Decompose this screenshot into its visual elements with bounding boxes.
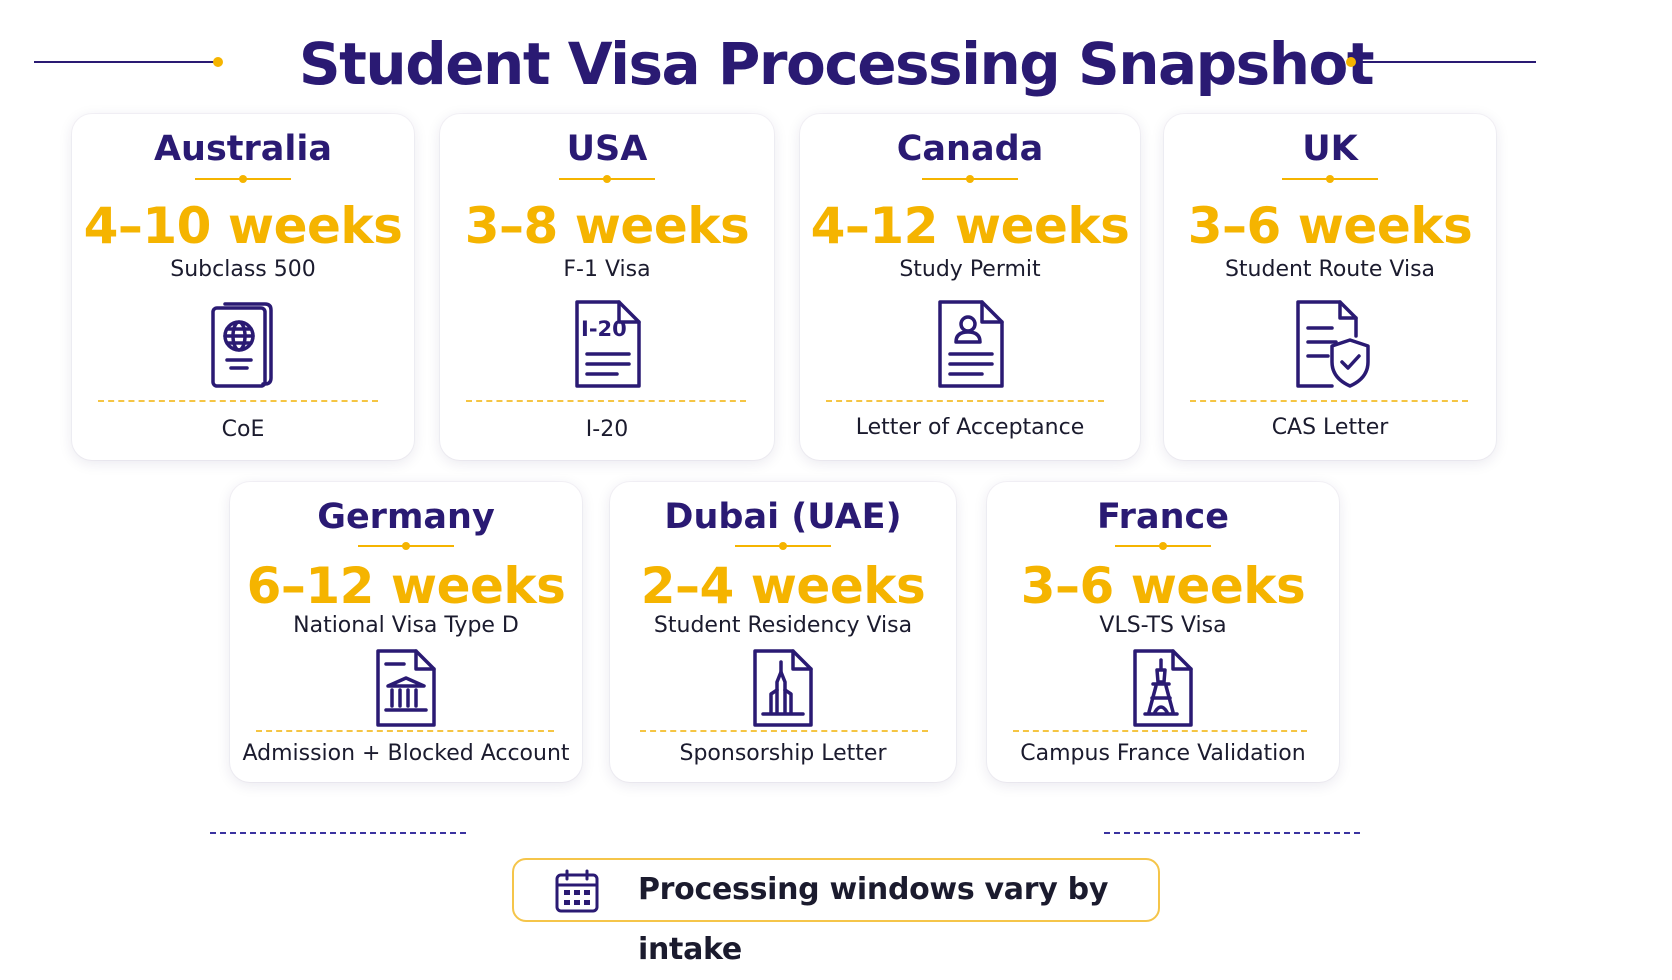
processing-duration: 4–10 weeks [83, 197, 403, 255]
title-divider [358, 542, 454, 550]
passport-icon [207, 298, 279, 390]
page-title: Student Visa Processing Snapshot [298, 30, 1375, 98]
visa-type: Subclass 500 [170, 257, 316, 282]
card-separator [98, 400, 378, 402]
visa-type: VLS-TS Visa [1099, 613, 1227, 638]
title-divider [1282, 175, 1378, 183]
required-document: Admission + Blocked Account [242, 741, 570, 766]
card-separator [826, 400, 1104, 402]
visa-type: Student Residency Visa [653, 613, 913, 638]
processing-duration: 3–6 weeks [1020, 557, 1306, 615]
i20-document-icon: I-20 [571, 298, 643, 390]
required-document: Letter of Acceptance [855, 415, 1085, 440]
country-name: Germany [317, 497, 495, 537]
card-france: France 3–6 weeks VLS-TS Visa Campus Fran… [987, 482, 1339, 782]
card-usa: USA 3–8 weeks F-1 Visa I-20 I-20 [440, 114, 774, 460]
eiffel-tower-document-icon [1131, 648, 1195, 728]
required-document: Campus France Validation [1020, 741, 1306, 766]
footer-right-rule [1104, 832, 1360, 834]
card-dubai-uae: Dubai (UAE) 2–4 weeks Student Residency … [610, 482, 956, 782]
svg-text:I-20: I-20 [581, 317, 627, 341]
card-uk: UK 3–6 weeks Student Route Visa CAS Lett… [1164, 114, 1496, 460]
footer-note: Processing windows vary by intake [512, 858, 1160, 967]
profile-document-icon [934, 298, 1006, 390]
processing-duration: 4–12 weeks [810, 197, 1130, 255]
visa-type: National Visa Type D [293, 613, 519, 638]
title-right-dot [1346, 57, 1356, 67]
card-separator [466, 400, 746, 402]
visa-type: Student Route Visa [1224, 257, 1436, 282]
shield-document-icon [1292, 298, 1374, 390]
country-name: Canada [896, 129, 1044, 169]
bank-document-icon [374, 648, 438, 728]
required-document: Sponsorship Letter [679, 741, 887, 766]
card-separator [1013, 730, 1307, 732]
processing-duration: 6–12 weeks [246, 557, 566, 615]
card-canada: Canada 4–12 weeks Study Permit Letter of… [800, 114, 1140, 460]
title-left-dot [213, 57, 223, 67]
title-left-rule [34, 61, 214, 63]
title-divider [922, 175, 1018, 183]
country-name: USA [566, 129, 648, 169]
visa-type: Study Permit [899, 257, 1041, 282]
required-document: I-20 [585, 417, 629, 442]
footer-text: Processing windows vary by intake [638, 872, 1109, 967]
title-divider [195, 175, 291, 183]
visa-type: F-1 Visa [563, 257, 651, 282]
title-right-rule [1356, 61, 1536, 63]
title-divider [735, 542, 831, 550]
country-name: UK [1302, 129, 1358, 169]
processing-duration: 3–8 weeks [464, 197, 750, 255]
card-separator [1190, 400, 1468, 402]
country-name: France [1097, 497, 1229, 537]
title-divider [1115, 542, 1211, 550]
card-separator [256, 730, 554, 732]
title-divider [559, 175, 655, 183]
card-australia: Australia 4–10 weeks Subclass 500 CoE [72, 114, 414, 460]
skyscraper-document-icon [751, 648, 815, 728]
calendar-icon [554, 868, 600, 918]
card-separator [640, 730, 928, 732]
required-document: CAS Letter [1271, 415, 1389, 440]
processing-duration: 3–6 weeks [1187, 197, 1473, 255]
required-document: CoE [221, 417, 265, 442]
footer-left-rule [210, 832, 466, 834]
country-name: Australia [153, 129, 333, 169]
country-name: Dubai (UAE) [664, 497, 902, 537]
processing-duration: 2–4 weeks [640, 557, 926, 615]
card-germany: Germany 6–12 weeks National Visa Type D … [230, 482, 582, 782]
